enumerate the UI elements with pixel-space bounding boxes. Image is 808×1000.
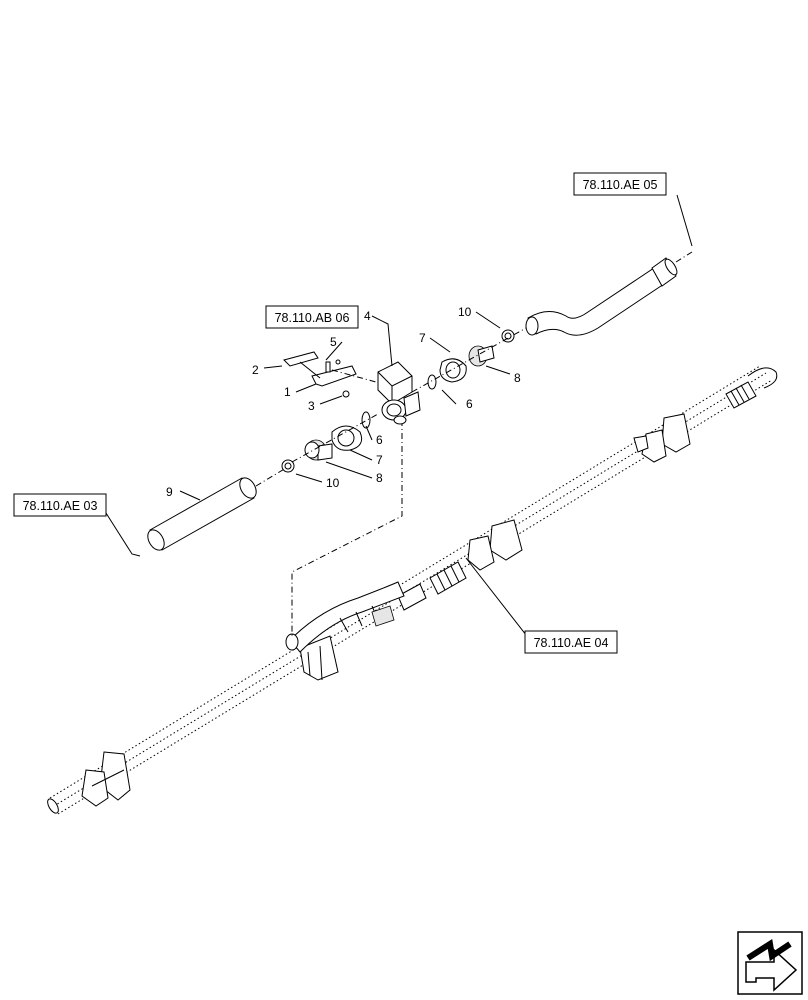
callout-3: 3 bbox=[308, 399, 315, 413]
mounting-bracket bbox=[283, 351, 357, 387]
callout-7: 7 bbox=[376, 453, 383, 467]
boom-bracket-2 bbox=[299, 635, 339, 681]
callout-8: 8 bbox=[376, 471, 383, 485]
pipe-coupling-right bbox=[725, 381, 757, 409]
ref-box-ae03[interactable]: 78.110.AE 03 bbox=[13, 493, 107, 517]
callout-6: 6 bbox=[376, 433, 383, 447]
callout-4: 4 bbox=[364, 309, 371, 323]
adapter-8-left bbox=[304, 439, 333, 461]
callout-6: 6 bbox=[466, 397, 473, 411]
feed-hose-lower bbox=[285, 581, 405, 653]
pipe-coupling-middle bbox=[397, 561, 467, 611]
bolt-3 bbox=[342, 390, 350, 398]
bolt-5 bbox=[325, 359, 341, 373]
boom-bracket-4 bbox=[633, 413, 691, 463]
svg-text:78.110.AB 06: 78.110.AB 06 bbox=[275, 311, 350, 325]
callout-10: 10 bbox=[458, 305, 472, 319]
callout-1: 1 bbox=[284, 385, 291, 399]
next-page-arrow-icon[interactable] bbox=[737, 931, 803, 995]
ring-10-left bbox=[281, 459, 295, 473]
seal-ring-6-left bbox=[361, 411, 371, 429]
callout-9: 9 bbox=[166, 485, 173, 499]
boom-bracket-3 bbox=[467, 519, 523, 571]
feed-pipe bbox=[147, 477, 257, 551]
boom-bracket-1 bbox=[81, 751, 131, 807]
clamp-7-right bbox=[439, 358, 467, 383]
tee-valve bbox=[377, 361, 421, 425]
svg-text:78.110.AE 05: 78.110.AE 05 bbox=[583, 178, 658, 192]
callout-5: 5 bbox=[330, 335, 337, 349]
ref-box-ae04[interactable]: 78.110.AE 04 bbox=[524, 630, 618, 654]
upper-hose bbox=[525, 257, 678, 336]
adapter-8-right bbox=[468, 345, 495, 367]
ref-box-ab06[interactable]: 78.110.AB 06 bbox=[265, 305, 359, 329]
leader-lines bbox=[105, 194, 693, 641]
callout-2: 2 bbox=[252, 363, 259, 377]
callout-8: 8 bbox=[514, 371, 521, 385]
svg-text:78.110.AE 03: 78.110.AE 03 bbox=[23, 499, 98, 513]
callout-labels: 4 10 7 8 6 5 2 1 3 6 7 8 10 9 bbox=[166, 305, 521, 499]
assembly-centerline bbox=[291, 420, 403, 636]
seal-ring-6-right bbox=[427, 374, 437, 390]
callout-7: 7 bbox=[419, 331, 426, 345]
svg-text:78.110.AE 04: 78.110.AE 04 bbox=[534, 636, 609, 650]
callout-10: 10 bbox=[326, 476, 340, 490]
clamp-7-left bbox=[331, 425, 363, 451]
ring-10-right bbox=[501, 329, 515, 343]
ref-box-ae05[interactable]: 78.110.AE 05 bbox=[573, 172, 667, 196]
